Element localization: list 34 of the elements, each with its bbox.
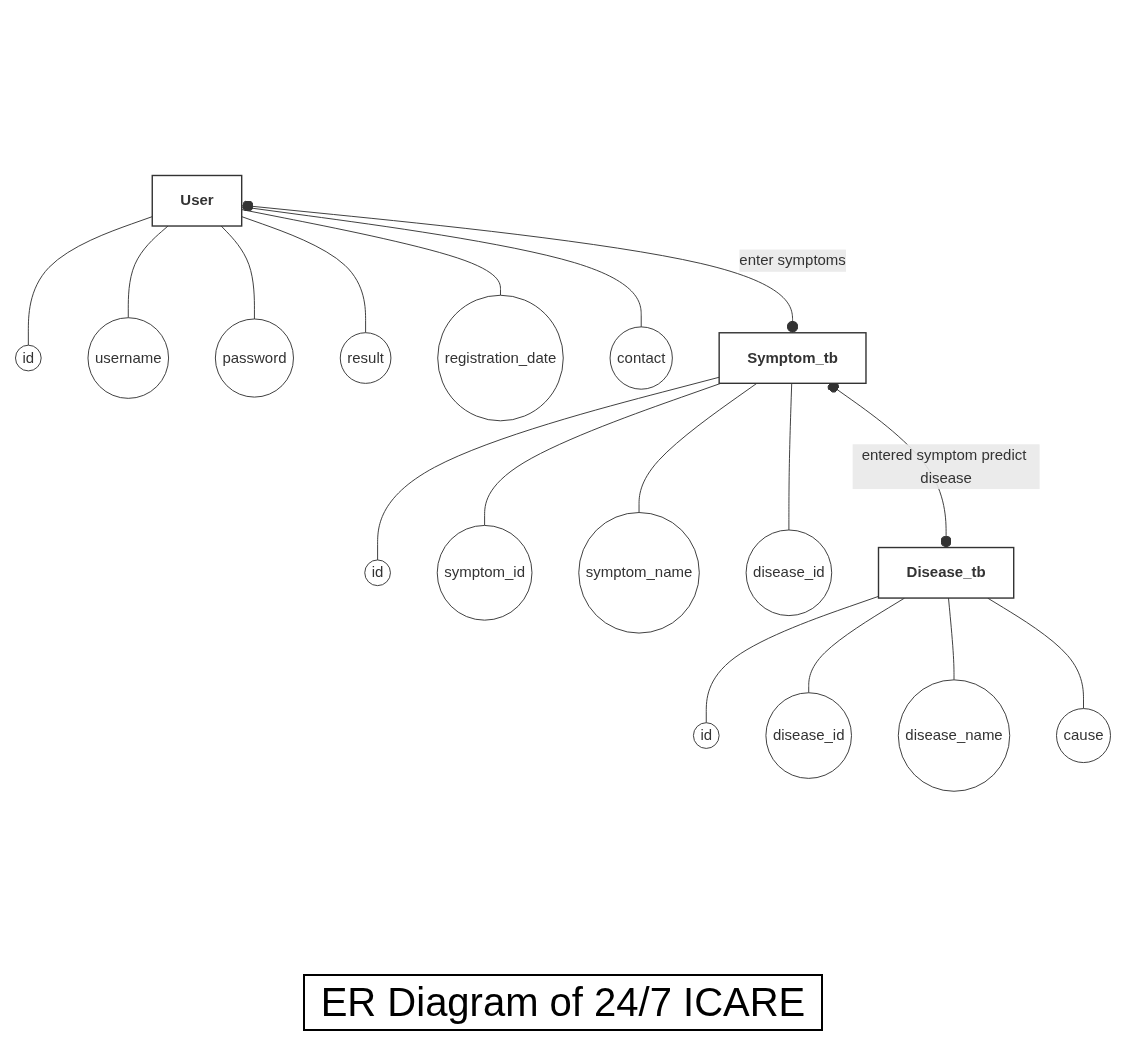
node-circle: cause bbox=[1056, 707, 1111, 763]
node-box: Disease_tb bbox=[877, 546, 1015, 599]
node-circle: password bbox=[214, 318, 294, 398]
node-circle: disease_name bbox=[897, 679, 1011, 792]
node-circle: contact bbox=[609, 326, 673, 390]
diagram-title: ER Diagram of 24/7 ICARE bbox=[302, 974, 824, 1031]
connector bbox=[127, 225, 169, 318]
node-box: Symptom_tb bbox=[718, 331, 867, 384]
edge-label: enter symptoms bbox=[739, 251, 846, 268]
connector bbox=[788, 382, 793, 531]
node-circle: id bbox=[692, 721, 720, 749]
node-circle: id bbox=[15, 344, 42, 371]
connector bbox=[705, 595, 879, 723]
connector bbox=[484, 382, 722, 526]
node-circle: disease_id bbox=[765, 691, 852, 779]
node-circle: result bbox=[339, 331, 392, 384]
node-circle: disease_id bbox=[745, 529, 833, 616]
connector bbox=[241, 208, 501, 296]
connector bbox=[241, 215, 367, 333]
connector bbox=[808, 597, 906, 693]
connector bbox=[638, 382, 758, 513]
connector bbox=[987, 597, 1084, 709]
node-circle: username bbox=[87, 316, 170, 399]
node-circle: symptom_name bbox=[578, 511, 700, 634]
node-circle: registration_date bbox=[437, 294, 564, 421]
connector bbox=[948, 597, 955, 680]
connector bbox=[27, 215, 153, 346]
connector bbox=[377, 376, 720, 561]
edge-label: entered symptom predict disease bbox=[861, 446, 1027, 485]
connector bbox=[241, 205, 642, 327]
node-circle: symptom_id bbox=[436, 524, 533, 621]
connector bbox=[220, 225, 255, 320]
node-circle: id bbox=[364, 559, 391, 586]
node-box: User bbox=[151, 174, 243, 227]
